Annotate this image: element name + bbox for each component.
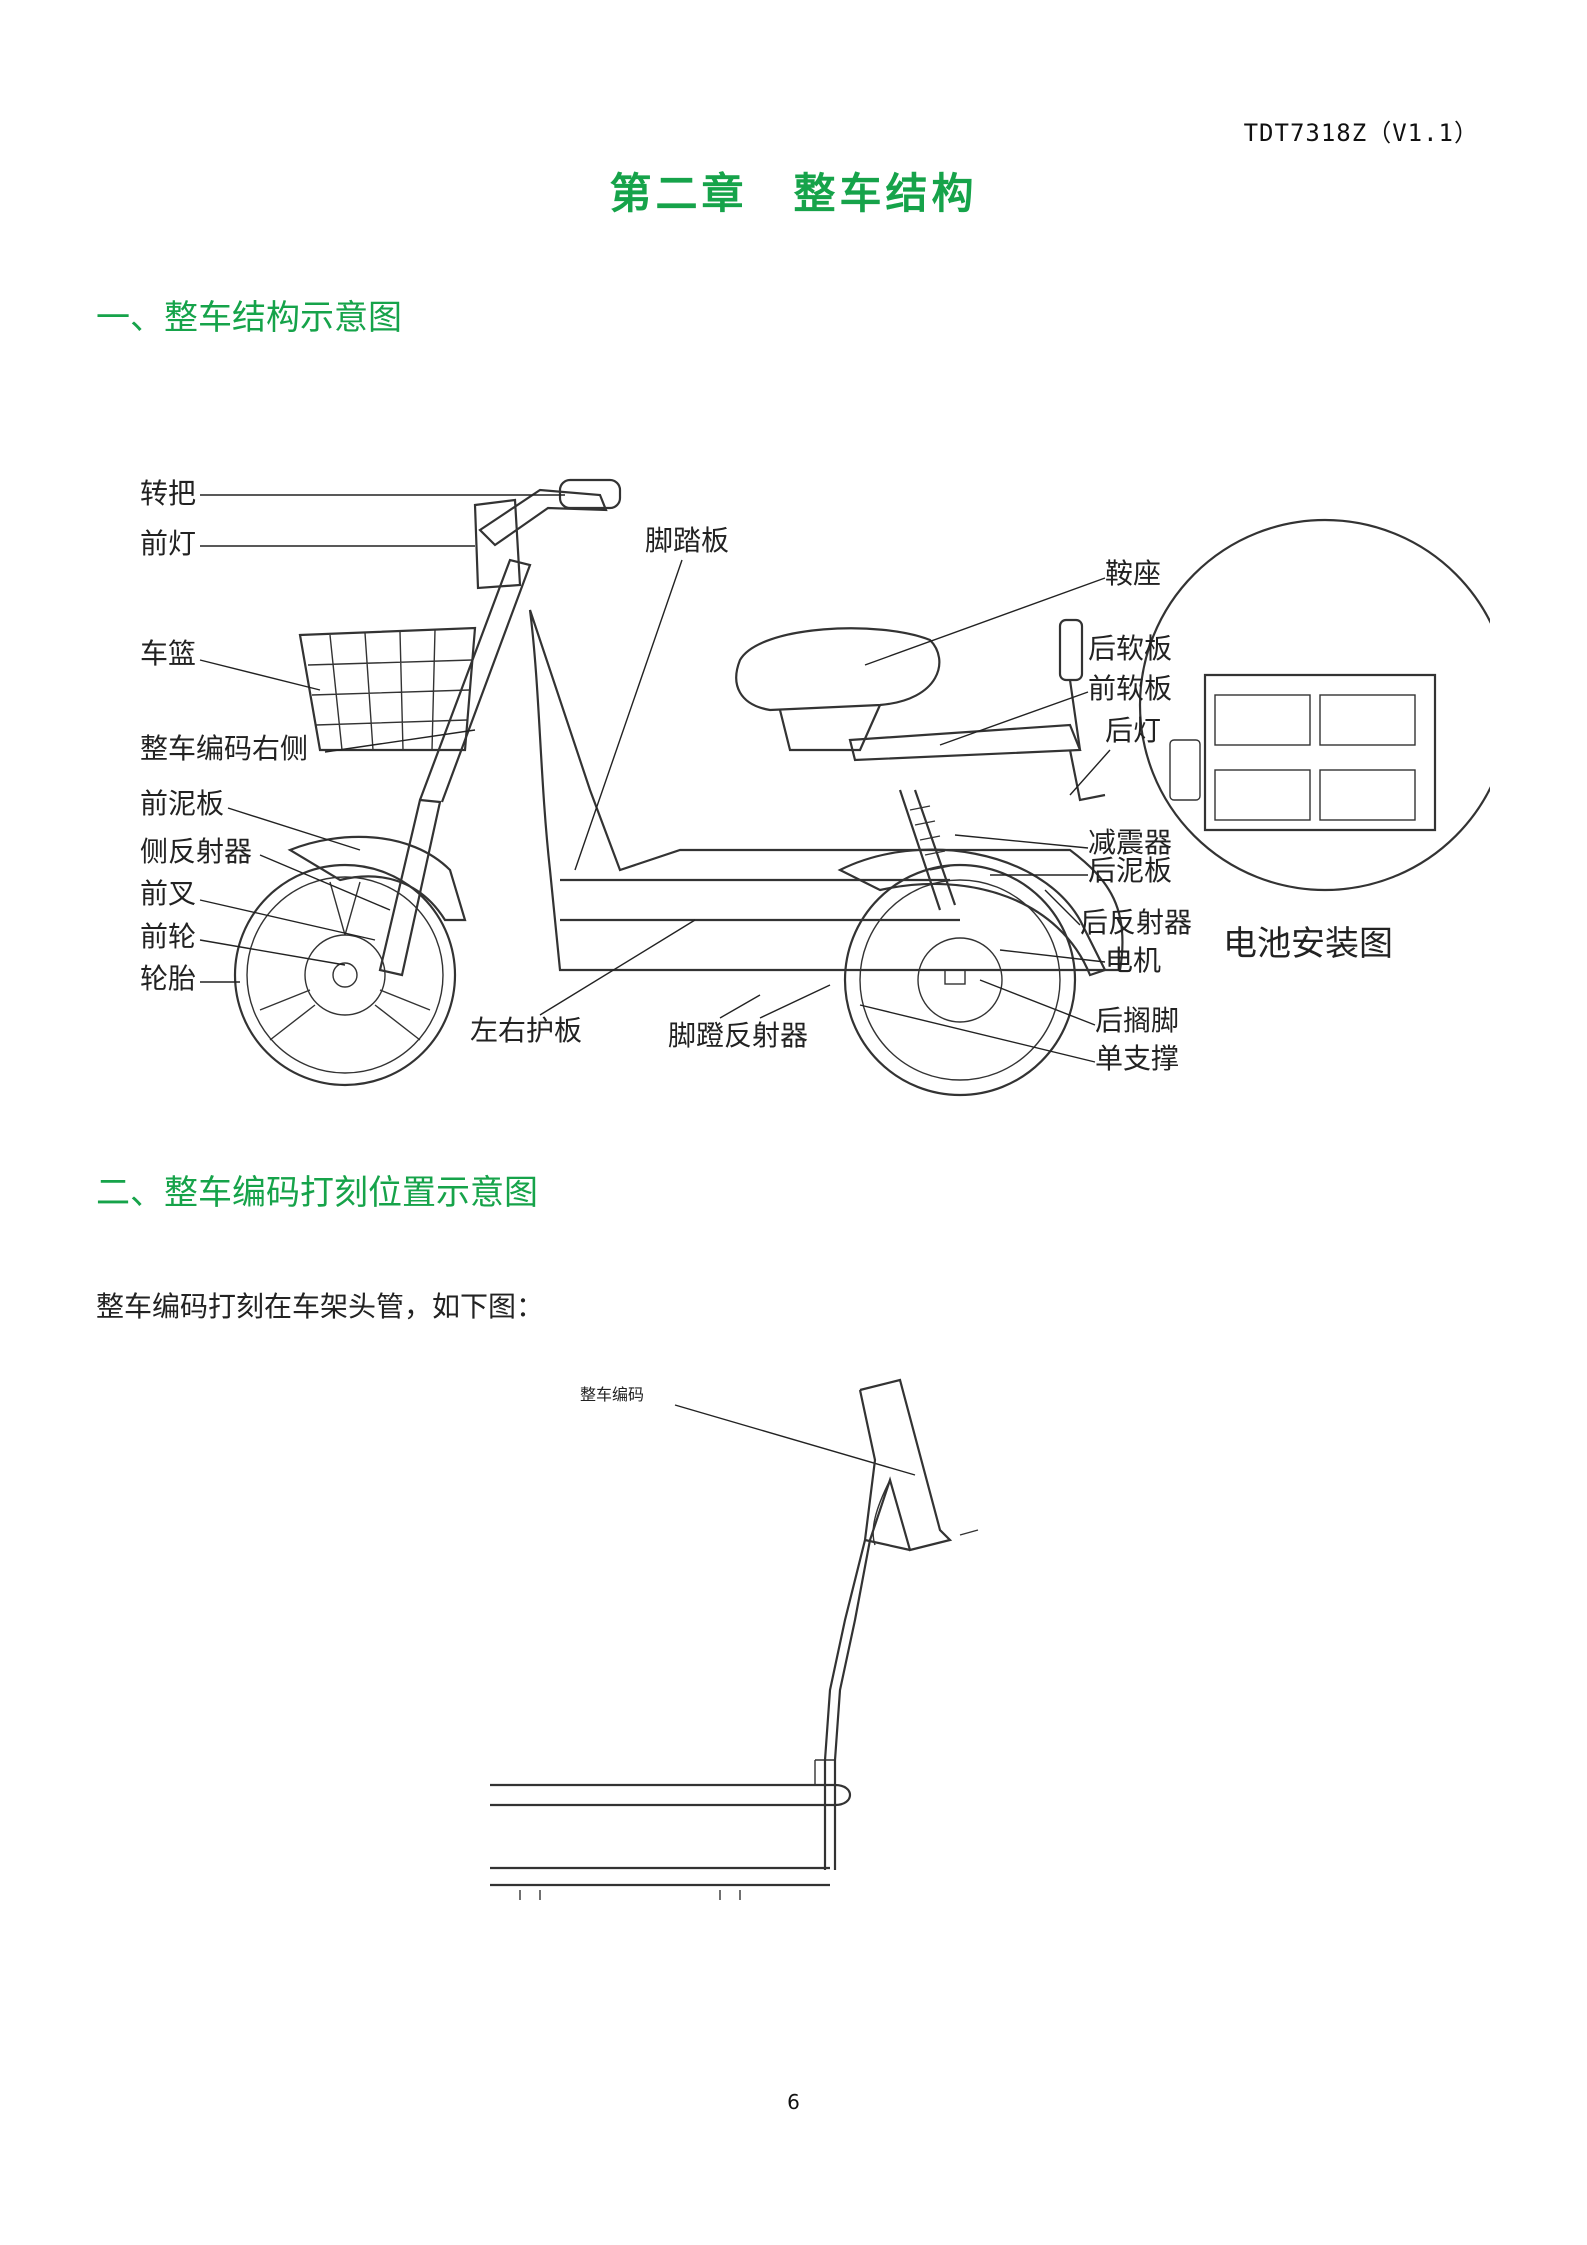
grip-drawing	[558, 478, 622, 510]
label-saddle: 鞍座	[1105, 557, 1161, 590]
label-handlebar-grip: 转把	[140, 477, 196, 510]
chapter-title: 第二章 整车结构	[609, 169, 978, 218]
section-title-code-position: 二、整车编码打刻位置示意图	[96, 1173, 538, 1213]
front-fender-drawing	[287, 835, 467, 922]
label-tire: 轮胎	[140, 962, 196, 995]
rear-wheel-drawing	[843, 863, 1077, 1097]
front-wheel-drawing	[233, 863, 457, 1087]
label-side-reflector: 侧反射器	[140, 835, 252, 868]
basket-drawing	[298, 626, 477, 752]
label-rear-footrest: 后搁脚	[1095, 1004, 1179, 1037]
battery-inset-label: 电池安装图	[1223, 924, 1393, 964]
battery-inset-drawing	[1138, 518, 1490, 892]
front-fork-drawing	[378, 798, 442, 977]
label-side-panel: 左右护板	[470, 1014, 582, 1047]
rear-soft-panel-drawing	[1058, 618, 1084, 682]
label-shock-absorber: 减震器	[1088, 826, 1172, 859]
label-footboard: 脚踏板	[645, 524, 729, 557]
left-labels: 转把 前灯 车篮 整车编码右侧 前泥板 侧反射器 前叉 前轮 轮胎	[140, 477, 565, 995]
label-motor: 电机	[1105, 944, 1161, 977]
label-basket: 车篮	[140, 637, 196, 670]
label-front-fender: 前泥板	[140, 787, 224, 820]
label-rear-reflector: 后反射器	[1080, 906, 1192, 939]
rear-fender-drawing	[837, 848, 1107, 977]
frame-body-drawing	[528, 609, 1124, 972]
label-rear-fender: 后泥板	[1088, 854, 1172, 887]
document-code: TDT7318Z（V1.1）	[1243, 119, 1479, 147]
page-number: 6	[787, 2090, 800, 2114]
label-rear-soft-panel: 后软板	[1088, 632, 1172, 665]
label-front-fork: 前叉	[140, 877, 196, 910]
body-text: 整车编码打刻在车架头管，如下图：	[96, 1290, 545, 1323]
label-frame-code-right: 整车编码右侧	[140, 732, 308, 765]
label-headlight: 前灯	[140, 527, 196, 560]
seat-drawing	[735, 627, 941, 712]
right-labels: 鞍座 后软板 前软板 后灯 减震器 后泥板 后反射器 电机 后搁脚 单支撑	[859, 557, 1192, 1075]
label-tail-light: 后灯	[1105, 714, 1161, 747]
vehicle-structure-diagram: 电池安装图 转把 前灯 车篮 整车编码右侧 前泥板 侧反射器 前叉 前轮 轮胎 …	[140, 477, 1490, 1097]
section-title-structure: 一、整车结构示意图	[96, 298, 402, 338]
label-front-soft-panel: 前软板	[1088, 672, 1172, 705]
label-pedal-reflector: 脚蹬反射器	[668, 1019, 808, 1052]
frame-code-label: 整车编码	[580, 1385, 644, 1404]
headlight-drawing	[473, 498, 522, 590]
frame-head-tube-diagram: 整车编码	[490, 1378, 979, 1900]
label-kickstand: 单支撑	[1095, 1042, 1179, 1075]
label-front-wheel: 前轮	[140, 920, 196, 953]
